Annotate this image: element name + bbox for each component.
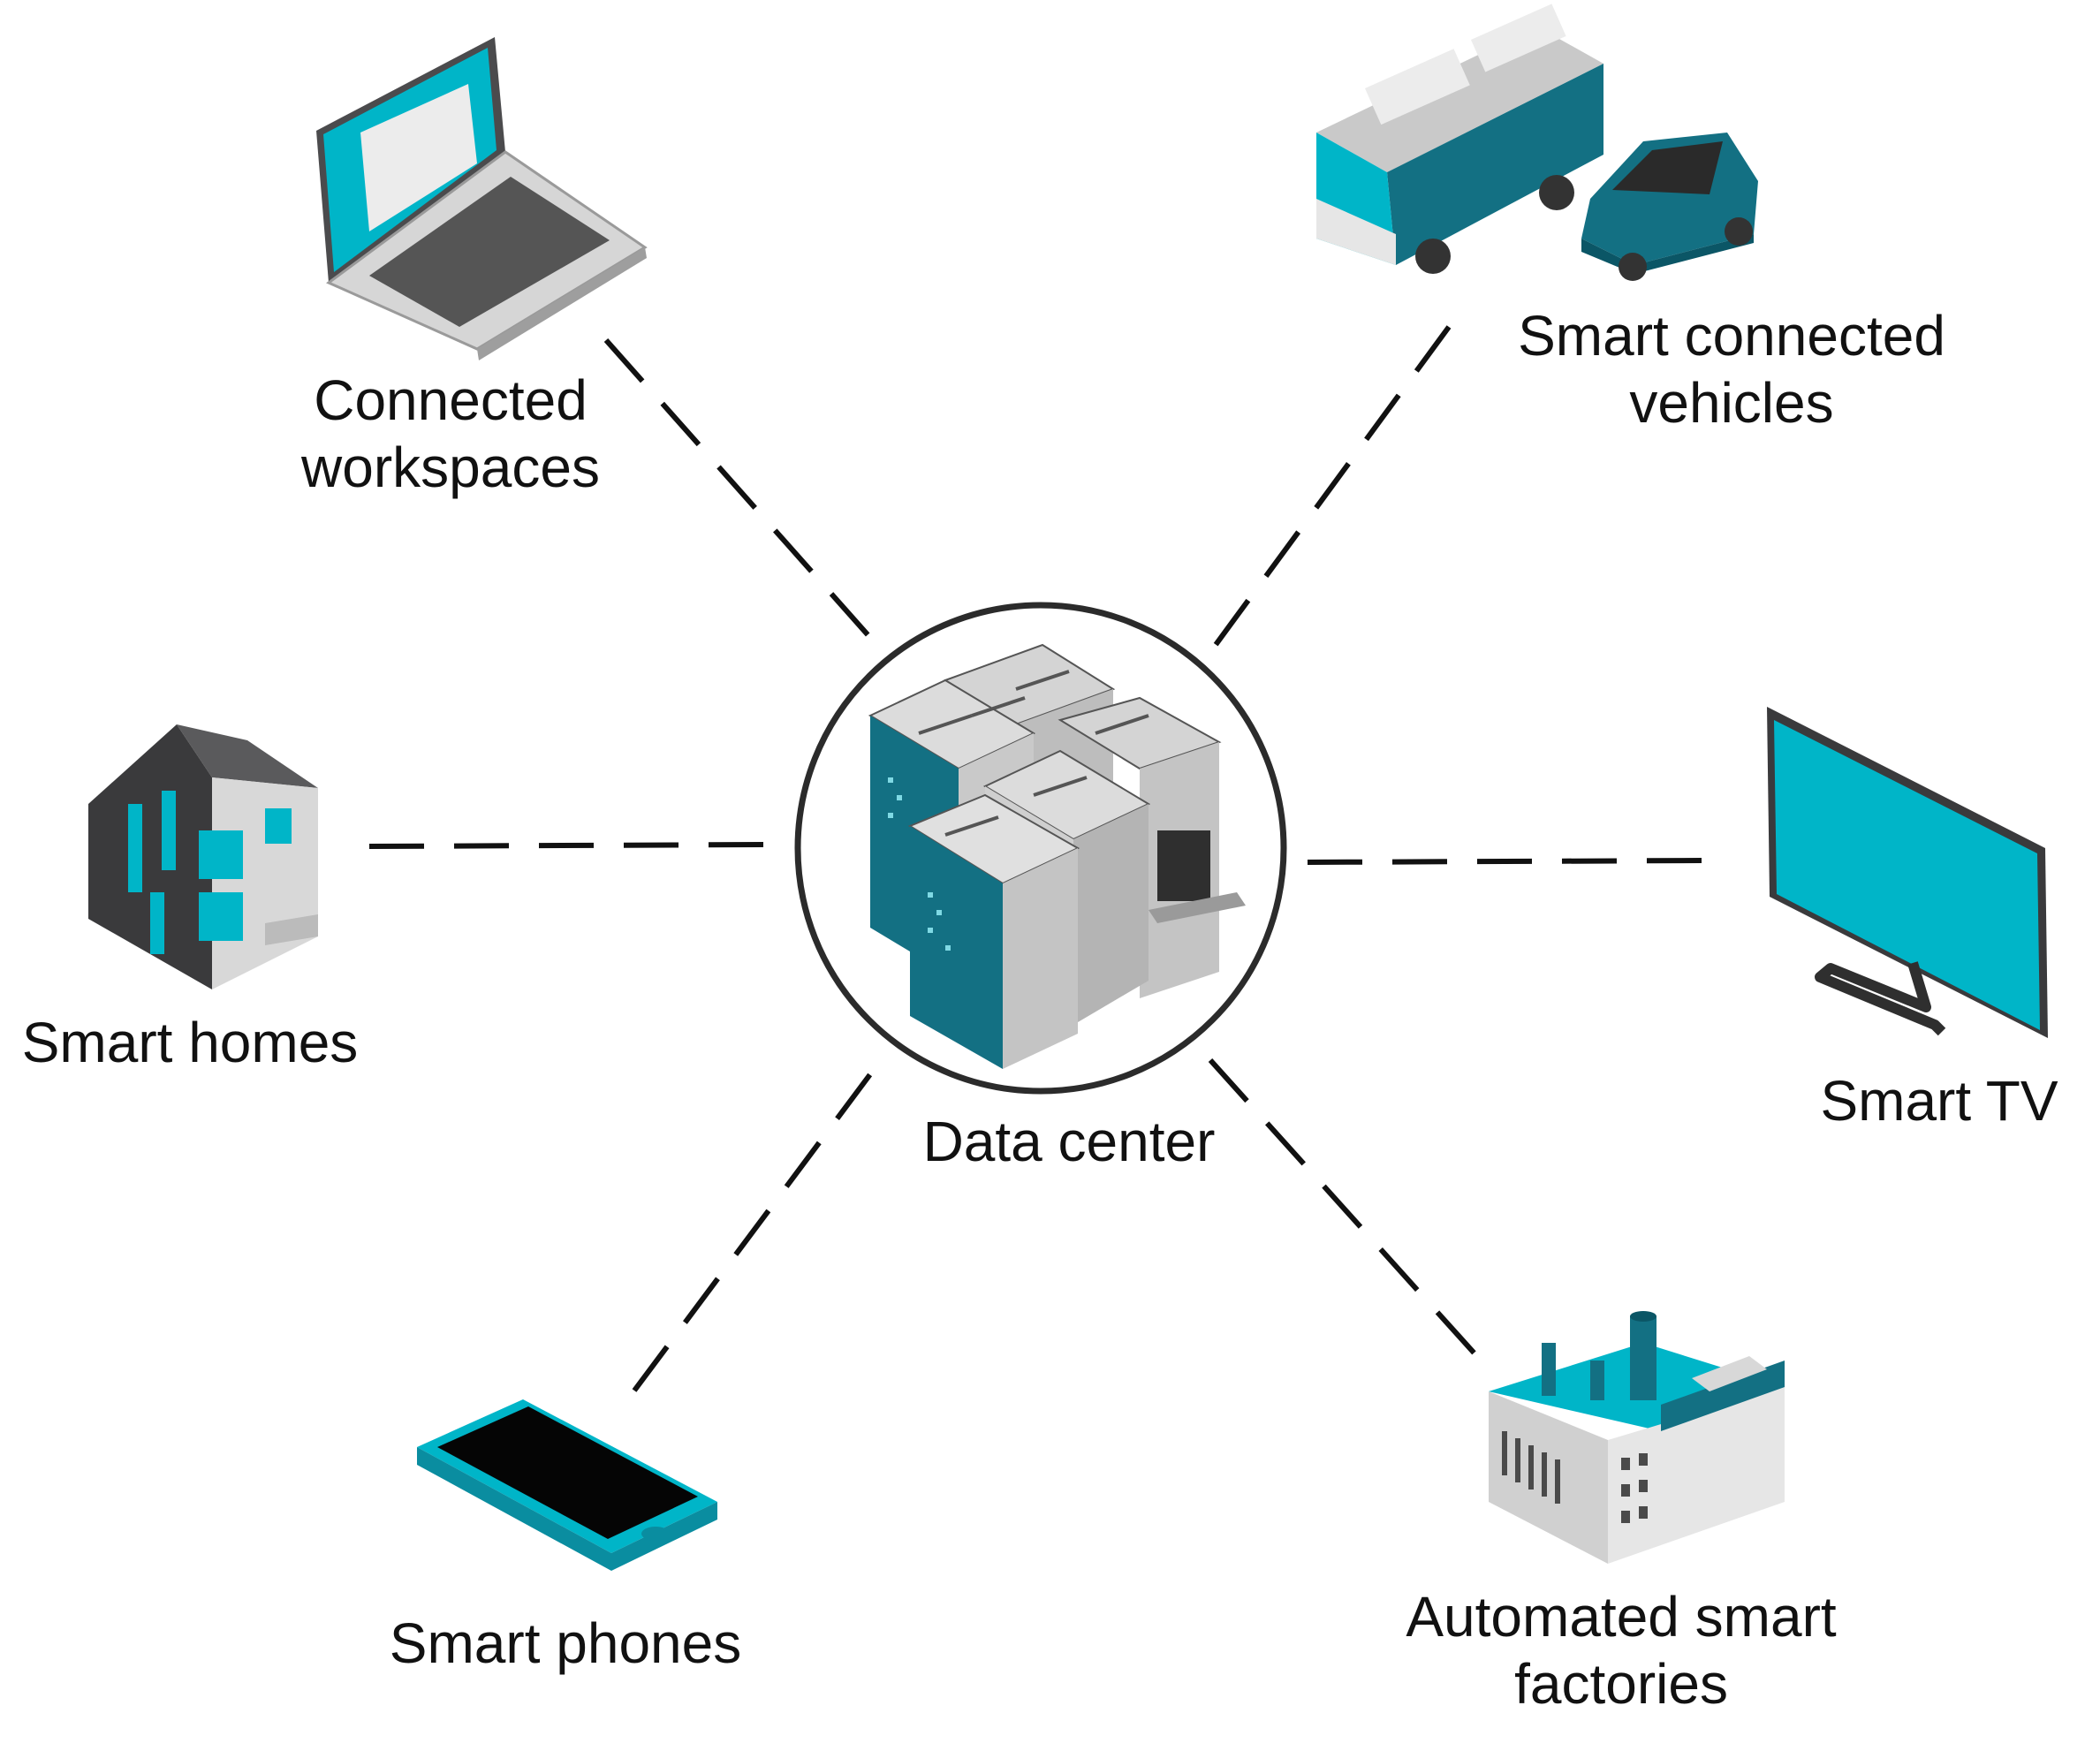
label-vehicles-line2: vehicles bbox=[1629, 371, 1834, 435]
label-data-center-text: Data center bbox=[922, 1110, 1216, 1173]
connector-tv bbox=[1307, 858, 1710, 865]
label-factories: Automated smart factories bbox=[1383, 1583, 1860, 1717]
label-phones: Smart phones bbox=[371, 1610, 760, 1677]
vehicles-icon bbox=[1316, 4, 1758, 281]
label-workspaces-line2: workspaces bbox=[301, 436, 600, 499]
server-racks-icon bbox=[868, 643, 1246, 1069]
label-workspaces-line1: Connected bbox=[314, 368, 588, 432]
label-homes: Smart homes bbox=[13, 1009, 367, 1076]
smartphone-icon bbox=[417, 1399, 717, 1571]
data-center-hub bbox=[794, 602, 1287, 1095]
connector-homes bbox=[368, 842, 769, 849]
label-tv: Smart TV bbox=[1793, 1067, 2085, 1134]
tv-icon bbox=[1767, 707, 2048, 1038]
connector-vehicles bbox=[1208, 325, 1452, 654]
label-workspaces: Connected workspaces bbox=[265, 367, 636, 501]
label-vehicles: Smart connected vehicles bbox=[1493, 302, 1970, 436]
connector-workspaces bbox=[603, 338, 876, 642]
label-phones-line1: Smart phones bbox=[389, 1611, 742, 1675]
label-vehicles-line1: Smart connected bbox=[1518, 304, 1945, 368]
factory-icon bbox=[1489, 1311, 1785, 1564]
connector-phones bbox=[632, 1069, 876, 1392]
label-factories-line1: Automated smart bbox=[1406, 1585, 1837, 1649]
connectors bbox=[368, 325, 1710, 1392]
label-data-center: Data center bbox=[883, 1108, 1255, 1175]
label-factories-line2: factories bbox=[1514, 1652, 1728, 1716]
label-tv-line1: Smart TV bbox=[1820, 1069, 2058, 1133]
house-icon bbox=[88, 724, 318, 989]
label-homes-line1: Smart homes bbox=[21, 1011, 359, 1074]
connector-factories bbox=[1208, 1057, 1485, 1365]
laptop-icon bbox=[316, 37, 648, 360]
